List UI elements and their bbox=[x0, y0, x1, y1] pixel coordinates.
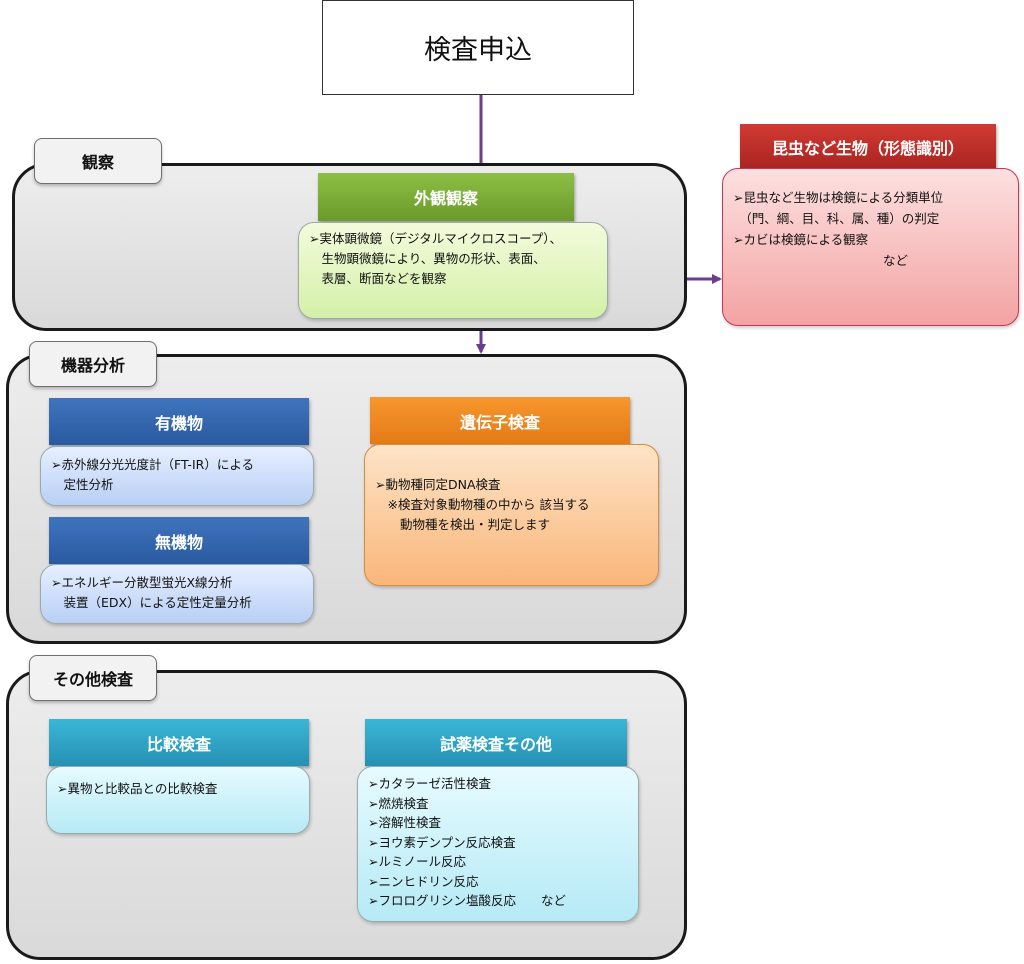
comparison-header-label: 比較検査 bbox=[146, 734, 211, 754]
organic-line-2: 定性分析 bbox=[51, 477, 114, 492]
reagent-line-7: ➢フロログリシン塩酸反応 など bbox=[368, 893, 566, 908]
reagent-header: 試薬検査その他 bbox=[365, 719, 627, 766]
reagent-header-label: 試薬検査その他 bbox=[439, 734, 552, 754]
external-observation-line-1: ➢実体顕微鏡（デジタルマイクロスコープ）、 bbox=[309, 231, 562, 246]
gene-line-2: ※検査対象動物種の中から 該当する bbox=[375, 497, 590, 512]
reagent-box: ➢カタラーゼ活性検査 ➢燃焼検査 ➢溶解性検査 ➢ヨウ素デンプン反応検査 ➢ルミ… bbox=[357, 766, 639, 922]
organic-box: ➢赤外線分光光度計（FT-IR）による 定性分析 bbox=[40, 446, 314, 506]
comparison-box: ➢異物と比較品との比較検査 bbox=[46, 766, 310, 834]
observation-tab-label: 観察 bbox=[81, 153, 114, 172]
start-label: 検査申込 bbox=[424, 35, 532, 66]
gene-box: ➢動物種同定DNA検査 ※検査対象動物種の中から 該当する 動物種を検出・判定し… bbox=[364, 444, 659, 586]
inorganic-line-1: ➢エネルギー分散型蛍光X線分析 bbox=[51, 575, 233, 590]
gene-line-3: 動物種を検出・判定します bbox=[375, 517, 551, 532]
comparison-header: 比較検査 bbox=[49, 719, 309, 766]
observation-tab: 観察 bbox=[34, 138, 162, 184]
reagent-line-6: ➢ニンヒドリン反応 bbox=[368, 873, 479, 889]
inorganic-line-2: 装置（EDX）による定性定量分析 bbox=[51, 595, 252, 610]
insect-line-4: ➢カビは検鏡による観察 bbox=[733, 232, 869, 247]
organic-line-1: ➢赤外線分光光度計（FT-IR）による bbox=[51, 457, 254, 472]
reagent-line-1: ➢カタラーゼ活性検査 bbox=[368, 776, 491, 791]
external-observation-header: 外観観察 bbox=[318, 173, 574, 221]
insect-box: ➢昆虫など生物は検鏡による分類単位 （門、綱、目、科、属、種）の判定 ➢カビは検… bbox=[722, 168, 1019, 326]
reagent-line-5: ➢ルミノール反応 bbox=[368, 854, 466, 869]
insect-header: 昆虫など生物（形態識別） bbox=[740, 124, 996, 170]
gene-header-label: 遺伝子検査 bbox=[459, 412, 540, 432]
insect-line-5: など bbox=[733, 253, 909, 268]
inorganic-header: 無機物 bbox=[49, 517, 309, 564]
instrument-tab-label: 機器分析 bbox=[60, 356, 125, 375]
organic-header: 有機物 bbox=[49, 398, 309, 445]
inorganic-header-label: 無機物 bbox=[154, 532, 203, 552]
external-observation-box: ➢実体顕微鏡（デジタルマイクロスコープ）、 生物顕微鏡により、異物の形状、表面、… bbox=[298, 222, 608, 319]
comparison-line-1: ➢異物と比較品との比較検査 bbox=[57, 781, 218, 796]
gene-line-1: ➢動物種同定DNA検査 bbox=[375, 477, 501, 492]
external-observation-header-label: 外観観察 bbox=[413, 189, 478, 208]
organic-header-label: 有機物 bbox=[154, 413, 203, 433]
other-tab: その他検査 bbox=[29, 655, 157, 701]
insect-header-label: 昆虫など生物（形態識別） bbox=[771, 139, 964, 158]
external-observation-line-3: 表層、断面などを観察 bbox=[309, 271, 447, 286]
instrument-tab: 機器分析 bbox=[29, 341, 157, 387]
external-observation-line-2: 生物顕微鏡により、異物の形状、表面、 bbox=[309, 251, 546, 266]
insect-line-2: （門、綱、目、科、属、種）の判定 bbox=[733, 211, 940, 226]
other-tab-label: その他検査 bbox=[52, 670, 133, 689]
reagent-line-3: ➢溶解性検査 bbox=[368, 815, 441, 830]
reagent-line-4: ➢ヨウ素デンプン反応検査 bbox=[368, 834, 516, 850]
insect-line-1: ➢昆虫など生物は検鏡による分類単位 bbox=[733, 190, 944, 205]
inorganic-box: ➢エネルギー分散型蛍光X線分析 装置（EDX）による定性定量分析 bbox=[40, 564, 314, 624]
start-box: 検査申込 bbox=[322, 0, 634, 95]
gene-header: 遺伝子検査 bbox=[370, 397, 630, 444]
reagent-line-2: ➢燃焼検査 bbox=[368, 795, 429, 811]
